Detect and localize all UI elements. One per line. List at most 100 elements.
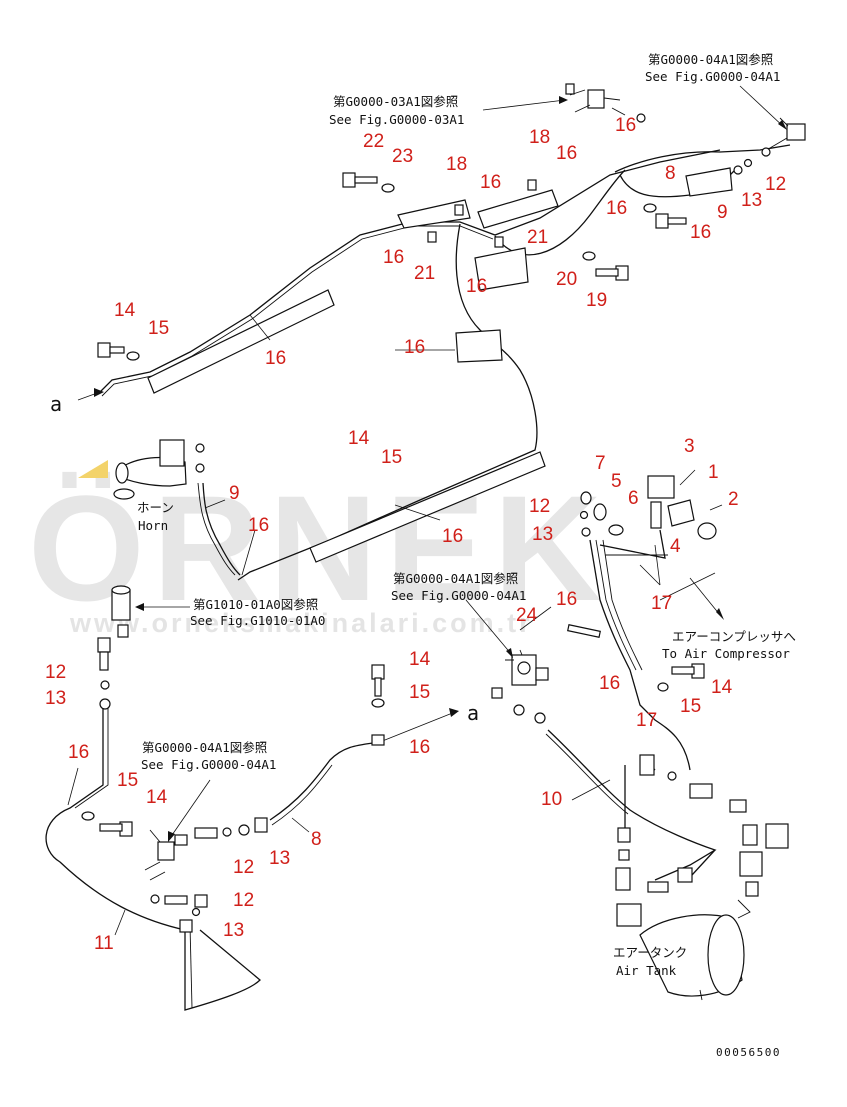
horn-label-en: Horn [138, 518, 168, 533]
callout-4: 4 [670, 536, 681, 557]
callout-16-i: 16 [404, 337, 425, 358]
callout-9-top: 9 [717, 202, 728, 223]
callout-14-right: 14 [711, 677, 733, 698]
callout-12-top: 12 [765, 174, 786, 195]
ref-04a1-low-en: See Fig.G0000-04A1 [141, 757, 276, 772]
watermark-accent-icon [78, 460, 108, 478]
callout-16-g: 16 [466, 276, 487, 297]
ref-04a1-top-en: See Fig.G0000-04A1 [645, 69, 780, 84]
callout-2: 2 [728, 489, 739, 510]
reference-labels: 第G0000-03A1図参照 See Fig.G0000-03A1 第G0000… [50, 52, 796, 1059]
callout-9-horn: 9 [229, 483, 240, 504]
callout-16-a: 16 [615, 115, 636, 136]
ref-03a1-en: See Fig.G0000-03A1 [329, 112, 464, 127]
callout-16-j: 16 [442, 526, 463, 547]
callout-6: 6 [628, 488, 639, 509]
callout-19: 19 [586, 290, 607, 311]
callout-1: 1 [708, 462, 719, 483]
callout-13-left: 13 [45, 688, 66, 709]
top-right-solenoid [733, 117, 806, 175]
horn-assembly [113, 439, 241, 576]
callout-21-b: 21 [414, 263, 435, 284]
a-mid-label: a [467, 701, 479, 725]
callout-15-right: 15 [680, 696, 701, 717]
lower-middle-parts [144, 664, 459, 917]
doc-number: 00056500 [716, 1046, 781, 1059]
ref-03a1-jp: 第G0000-03A1図参照 [333, 94, 458, 109]
callout-16-k: 16 [248, 515, 269, 536]
callout-11: 11 [94, 933, 114, 954]
mid-valve [491, 649, 717, 881]
bolt-19 [595, 265, 629, 281]
bolt-upper-right [655, 213, 687, 229]
callout-3: 3 [684, 436, 695, 457]
callout-15-lower-left: 15 [117, 770, 138, 791]
callout-17-a: 17 [651, 593, 672, 614]
ref-1010-en: See Fig.G1010-01A0 [190, 613, 325, 628]
callout-20: 20 [556, 269, 577, 290]
callout-14-center: 14 [409, 649, 431, 670]
callout-12-left: 12 [45, 662, 66, 683]
callout-16-e: 16 [690, 222, 711, 243]
callout-24: 24 [516, 605, 538, 626]
callout-15-mid: 15 [381, 447, 402, 468]
callout-14-mid: 14 [348, 428, 370, 449]
callout-15-top-left: 15 [148, 318, 169, 339]
callout-13-right: 13 [532, 524, 553, 545]
callout-7: 7 [595, 453, 606, 474]
callout-8-top: 8 [665, 163, 676, 184]
callout-13-low-a: 13 [269, 848, 290, 869]
callout-21-a: 21 [527, 227, 548, 248]
callout-22: 22 [363, 131, 384, 152]
callout-17-b: 17 [636, 710, 657, 731]
callout-5: 5 [611, 471, 622, 492]
leader-lines [67, 85, 787, 936]
callout-18-b: 18 [446, 154, 467, 175]
ref-04a1-top-jp: 第G0000-04A1図参照 [648, 52, 773, 67]
watermark-url: www.orneksmakinalari.com.tr [69, 608, 533, 638]
callout-14-top-left: 14 [114, 300, 136, 321]
left-lower-pipeline [45, 585, 261, 1011]
callout-12-low-b: 12 [233, 890, 254, 911]
tank-label-en: Air Tank [616, 963, 677, 978]
ref-1010-jp: 第G1010-01A0図参照 [193, 597, 318, 612]
callout-numbers: 1 2 3 4 5 6 7 8 8 9 9 10 11 12 12 12 12 … [45, 115, 786, 954]
horn-label-jp: ホーン [137, 500, 174, 515]
callout-16-n: 16 [409, 737, 430, 758]
callout-13-low-b: 13 [223, 920, 244, 941]
top-valve [565, 83, 646, 123]
right-assembly [567, 475, 789, 1001]
upper-pipeline [77, 83, 806, 581]
tank-label-jp: エアータンク [613, 945, 687, 960]
callout-12-right: 12 [529, 496, 550, 517]
callout-12-low-a: 12 [233, 857, 254, 878]
callout-16-l: 16 [556, 589, 577, 610]
ref-04a1-low-jp: 第G0000-04A1図参照 [142, 740, 267, 755]
ref-04a1-mid-jp: 第G0000-04A1図参照 [393, 571, 518, 586]
callout-16-m: 16 [599, 673, 620, 694]
callout-16-b: 16 [556, 143, 577, 164]
callout-18-a: 18 [529, 127, 550, 148]
ref-04a1-mid-en: See Fig.G0000-04A1 [391, 588, 526, 603]
compressor-label-jp: エアーコンプレッサへ [672, 629, 796, 644]
callout-10: 10 [541, 789, 562, 810]
bolt-14-right [671, 663, 705, 679]
bolt-22 [342, 172, 378, 188]
callout-8-bottom: 8 [311, 829, 322, 850]
air-tank [616, 899, 751, 1001]
callout-16-d: 16 [606, 198, 627, 219]
compressor-label-en: To Air Compressor [662, 646, 790, 661]
callout-13-top: 13 [741, 190, 762, 211]
callout-16-h: 16 [265, 348, 286, 369]
bolt-14-lower-left [99, 821, 133, 837]
bolt-14-top-left [97, 342, 125, 358]
callout-23: 23 [392, 146, 413, 167]
callout-16-o: 16 [68, 742, 89, 763]
callout-15-center: 15 [409, 682, 430, 703]
bolt-14-mid [371, 664, 385, 697]
callout-16-f: 16 [383, 247, 404, 268]
callout-16-c: 16 [480, 172, 501, 193]
a-left-label: a [50, 392, 62, 416]
callout-14-lower-left: 14 [146, 787, 168, 808]
